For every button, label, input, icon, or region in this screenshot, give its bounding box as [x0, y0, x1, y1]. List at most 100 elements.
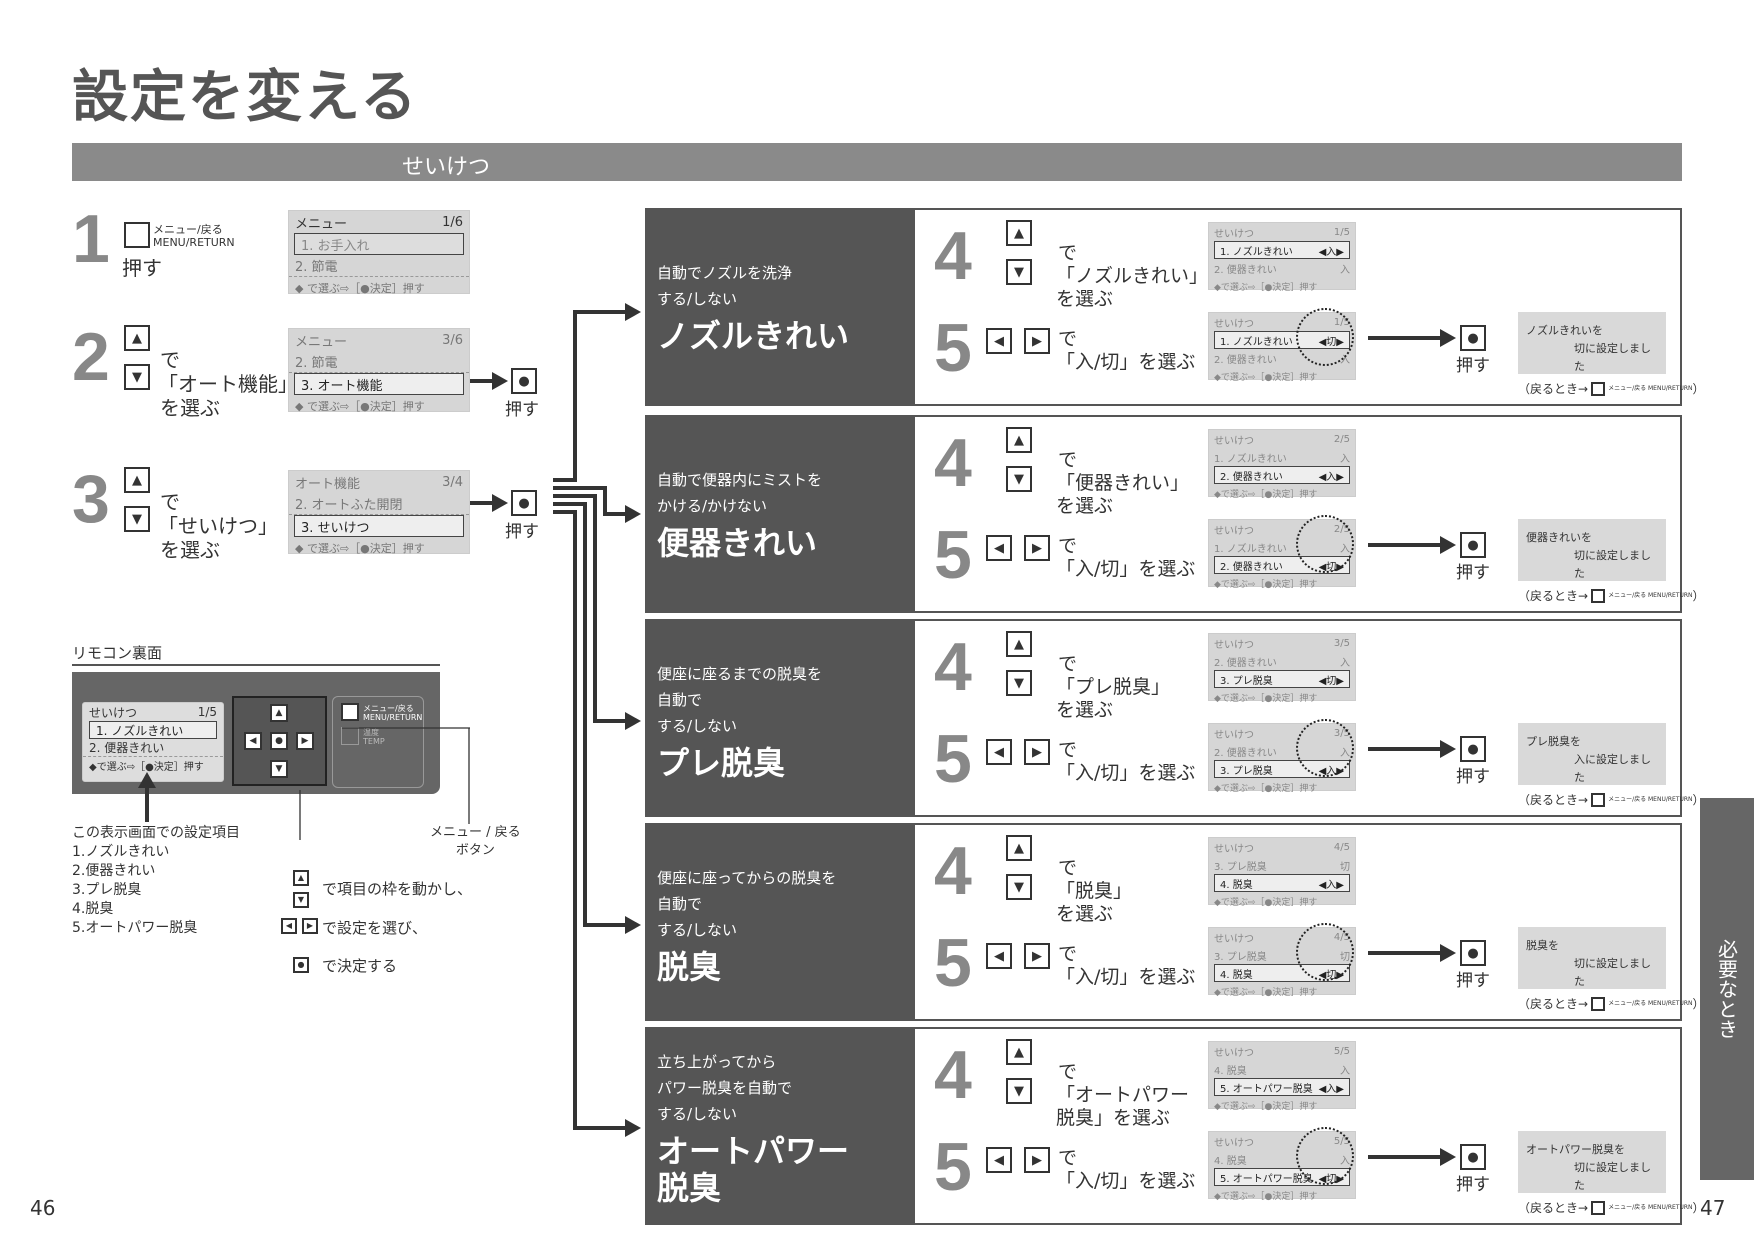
- enter-button-icon: ●: [511, 490, 537, 516]
- arrow-head: [492, 494, 508, 512]
- step-5-de: で: [1058, 535, 1078, 557]
- step-4-number: 4: [934, 833, 972, 909]
- menu-return-button-icon: [1591, 996, 1606, 1011]
- lcd-hint: ◆ で選ぶ⇨［●決定］押す: [295, 542, 425, 555]
- panel-title: プレ脱臭: [657, 744, 786, 782]
- panel-left: 立ち上がってからパワー脱臭を自動でする/しないオートパワー脱臭: [645, 1027, 915, 1225]
- step-5-label: で「入/切」を選ぶ: [1056, 943, 1195, 989]
- right-arrow-button-icon: ▶: [1024, 739, 1050, 765]
- remote-dpad: ▲ ◀ ● ▶ ▼: [232, 696, 327, 786]
- step-4-label: で「オートパワー脱臭」を選ぶ: [1056, 1061, 1189, 1129]
- step-4-de: で: [1058, 449, 1078, 471]
- panel-title: ノズルきれい: [657, 317, 850, 355]
- lcd-hint: ◆で選ぶ⇨［●決定］押す: [1214, 372, 1318, 383]
- highlight-circle: [1296, 1127, 1354, 1185]
- step-4-label: で「脱臭」を選ぶ: [1056, 857, 1132, 925]
- step-5-select: 「入/切」を選ぶ: [1056, 557, 1196, 580]
- menu-return-button-icon[interactable]: [341, 703, 359, 721]
- confirm-line: 切に設定しました: [1574, 549, 1651, 580]
- lcd-row: 2. 便器きれい入: [1209, 349, 1355, 367]
- lcd-page: 3/5: [1333, 637, 1350, 649]
- up-arrow-button-icon: ▲: [1006, 1039, 1032, 1065]
- item: 1.ノズルきれい: [72, 844, 170, 860]
- legend-2: で設定を選び、: [322, 919, 428, 937]
- panel-desc-line: 自動で: [657, 691, 703, 709]
- back-label: （戻るとき→: [1518, 793, 1589, 807]
- lcd-hint: ◆で選ぶ⇨［●決定］押す: [1214, 1101, 1318, 1112]
- enter-button-icon[interactable]: ●: [270, 732, 288, 750]
- step-3-number: 3: [72, 461, 110, 537]
- up-arrow-button-icon[interactable]: ▲: [270, 704, 288, 722]
- lcd-hint-row: ◆で選ぶ⇨［●決定］押す: [1209, 367, 1355, 385]
- back-button-label: メニュー/戻る MENU/RETURN: [1608, 795, 1693, 803]
- down-arrow-button-icon: ▼: [293, 892, 309, 908]
- remote-label: リモコン裏面: [72, 644, 163, 662]
- panel-left: 自動で便器内にミストをかける/かけない便器きれい: [645, 415, 915, 613]
- confirm-message: 脱臭を切に設定しました: [1518, 927, 1666, 989]
- temp-btn-label-en: TEMP: [363, 736, 385, 746]
- arrow-head: [492, 372, 508, 390]
- step-5-de: で: [1058, 943, 1078, 965]
- lcd-row-value: ◀入▶: [1318, 879, 1344, 891]
- confirm-message: 便器きれいを切に設定しました: [1518, 519, 1666, 581]
- lcd-hint: ◆で選ぶ⇨［●決定］押す: [1214, 897, 1318, 908]
- arrow: [1368, 336, 1444, 340]
- step-4-de: で: [1058, 653, 1078, 675]
- step-5-number: 5: [934, 310, 972, 386]
- right-arrow-button-icon[interactable]: ▶: [296, 732, 314, 750]
- right-arrow-button-icon: ▶: [1024, 535, 1050, 561]
- step-5-number: 5: [934, 925, 972, 1001]
- left-arrow-button-icon: ◀: [986, 328, 1012, 354]
- lcd-row-label: 1. ノズルきれい: [1214, 543, 1287, 555]
- lcd-row: 4. 脱臭入: [1209, 1060, 1355, 1078]
- menu-note: メニュー / 戻る: [430, 825, 521, 840]
- lcd-row-value: 入: [1340, 264, 1350, 276]
- step-4-select: 「プレ脱臭」: [1056, 675, 1171, 698]
- back-note: （戻るとき→メニュー/戻る MENU/RETURN）: [1518, 380, 1705, 397]
- down-arrow-button-icon[interactable]: ▼: [270, 760, 288, 778]
- down-arrow-button-icon: ▼: [1006, 670, 1032, 696]
- lcd-hint: ◆で選ぶ⇨［●決定］押す: [1214, 489, 1318, 500]
- back-label: （戻るとき→: [1518, 382, 1589, 396]
- right-arrow-button-icon: ▶: [302, 918, 318, 934]
- lcd-header: メニュー: [295, 216, 348, 232]
- arrow: [1368, 1155, 1444, 1159]
- up-arrow-button-icon: ▲: [1006, 427, 1032, 453]
- down-arrow-button-icon: ▼: [1006, 259, 1032, 285]
- step-5-push: 押す: [1456, 1175, 1490, 1195]
- step-4-number: 4: [934, 425, 972, 501]
- lcd-hint: ◆で選ぶ⇨［●決定］押す: [1214, 282, 1318, 293]
- lcd-page: 5/5: [1333, 1045, 1350, 1057]
- lcd-row-value: 入: [1340, 354, 1350, 366]
- lcd-header: せいけつ: [1214, 843, 1254, 855]
- lcd-header: オート機能: [295, 476, 361, 492]
- item: 2.便器きれい: [72, 863, 156, 879]
- lcd-page: 4/5: [1333, 841, 1350, 853]
- step-4-select: を選ぶ: [1056, 902, 1114, 925]
- menu-label-jp: メニュー/戻る: [153, 223, 223, 236]
- page-number-left: 46: [30, 1196, 56, 1220]
- confirm-line: プレ脱臭を: [1526, 735, 1581, 748]
- panel-desc-line: する/しない: [657, 717, 738, 735]
- step-2-push: 押す: [505, 400, 539, 420]
- lcd-hint-row: ◆で選ぶ⇨［●決定］押す: [1209, 778, 1355, 796]
- left-arrow-button-icon[interactable]: ◀: [244, 732, 262, 750]
- panel-desc: 自動でノズルを洗浄する/しないノズルきれい: [657, 260, 849, 355]
- lcd-row-value: ◀入▶: [1318, 1083, 1344, 1095]
- enter-button-icon: ●: [1460, 325, 1486, 351]
- down-arrow-button-icon: ▼: [124, 364, 150, 390]
- enter-button-icon: ●: [1460, 532, 1486, 558]
- lcd-page: 3/4: [442, 474, 463, 490]
- down-arrow-button-icon: ▼: [1006, 1078, 1032, 1104]
- arrow-head: [1440, 944, 1456, 962]
- lcd-hint: ◆で選ぶ⇨［●決定］押す: [1214, 987, 1318, 998]
- up-arrow-button-icon: ▲: [1006, 220, 1032, 246]
- side-tab: 必要なとき: [1700, 798, 1754, 1180]
- step-3-de: で: [160, 490, 180, 514]
- lcd-row-label: 4. 脱臭: [1214, 1065, 1247, 1077]
- panel-desc: 立ち上がってからパワー脱臭を自動でする/しないオートパワー脱臭: [657, 1049, 849, 1207]
- step-4-select: を選ぶ: [1056, 698, 1114, 721]
- step-3-wo: を選ぶ: [160, 538, 220, 562]
